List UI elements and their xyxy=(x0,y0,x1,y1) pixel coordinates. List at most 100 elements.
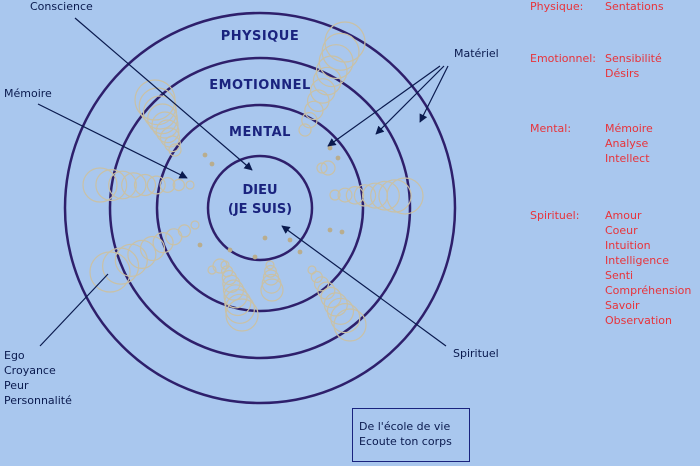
arrow-memoire xyxy=(37,103,188,179)
legend-value: Sentations xyxy=(605,0,664,13)
cone-ring xyxy=(223,284,248,309)
energy-dot xyxy=(335,155,341,161)
ring-label-mental: MENTAL xyxy=(229,125,291,140)
cone-ring xyxy=(329,189,341,201)
cone-ring xyxy=(320,286,342,309)
cone-ring xyxy=(224,288,252,317)
ring-emotionnel xyxy=(108,56,412,360)
energy-dot xyxy=(297,249,303,255)
legend-value: Savoir xyxy=(605,299,640,312)
cone-ring xyxy=(221,269,237,286)
ring-label-physique: PHYSIQUE xyxy=(221,29,300,44)
label-memoire: Mémoire xyxy=(4,87,52,100)
cone-ring xyxy=(345,186,365,205)
credit-box: De l'école de vie Ecoute ton corps xyxy=(352,408,470,462)
energy-dot xyxy=(287,237,293,243)
energy-dot xyxy=(262,235,268,241)
cone-ring xyxy=(301,111,318,129)
ego-item: Croyance xyxy=(4,364,56,377)
center-label-dieu: DIEU xyxy=(242,183,277,198)
legend-value: Senti xyxy=(605,269,634,282)
cone-ring xyxy=(370,180,400,211)
cone-ring xyxy=(312,66,342,96)
energy-dot xyxy=(252,254,258,260)
cone-ring xyxy=(326,297,355,325)
cone-ring xyxy=(177,224,191,238)
label-spirituel: Spirituel xyxy=(453,347,499,360)
energy-dot xyxy=(209,161,215,167)
cone-ring xyxy=(323,292,348,317)
arrow-conscience xyxy=(74,17,253,171)
cone-ring xyxy=(225,298,259,332)
cone-ring xyxy=(172,178,185,192)
cone-ring xyxy=(315,55,348,88)
legend-value: Intellect xyxy=(605,152,650,165)
energy-dot xyxy=(327,145,333,151)
energy-dot xyxy=(339,229,345,235)
energy-dot xyxy=(197,242,203,248)
cone-ring xyxy=(307,265,317,275)
ring-label-emotionnel: EMOTIONNEL xyxy=(209,78,311,93)
legend-value: Intelligence xyxy=(605,254,670,267)
cone-ring xyxy=(142,95,178,130)
arrow-spirituel xyxy=(281,225,447,347)
cone-ring xyxy=(155,119,180,144)
legend-value: Coeur xyxy=(605,224,638,237)
label-conscience: Conscience xyxy=(30,0,93,13)
center-label-je-suis: (JE SUIS) xyxy=(228,202,292,217)
legend-value: Mémoire xyxy=(605,122,653,135)
legend-value: Compréhension xyxy=(605,284,692,297)
cone-ring xyxy=(265,260,275,270)
cone-ring xyxy=(224,293,255,324)
credit-line: Ecoute ton corps xyxy=(359,435,452,448)
cone-ring xyxy=(386,177,424,215)
ring-center xyxy=(206,154,314,262)
credit-line: De l'école de vie xyxy=(359,420,451,433)
cone-ring xyxy=(121,172,147,198)
cone-ring xyxy=(298,123,312,137)
legend-category: Spirituel: xyxy=(530,209,580,222)
cone-ring xyxy=(165,228,183,246)
cone-ring xyxy=(260,278,284,302)
ego-item: Peur xyxy=(4,379,29,392)
cone-ring xyxy=(139,235,166,262)
legend-value: Désirs xyxy=(605,67,640,80)
energy-cones xyxy=(82,21,424,342)
cone-ring xyxy=(264,264,277,278)
arrow-materiel-2 xyxy=(375,65,445,135)
cone-ring xyxy=(108,170,137,200)
ego-list: Ego Croyance Peur Personnalité xyxy=(4,348,72,408)
ring-mental xyxy=(155,103,365,313)
legend-value: Analyse xyxy=(605,137,649,150)
cone-ring xyxy=(168,143,182,157)
cone-ring xyxy=(222,279,245,301)
cone-ring xyxy=(320,160,336,176)
energy-dot xyxy=(227,247,233,253)
cone-ring xyxy=(159,177,176,193)
ring-physique xyxy=(63,11,457,405)
line-ego xyxy=(39,273,109,347)
cone-ring xyxy=(152,232,174,254)
legend-value: Sensibilité xyxy=(605,52,662,65)
cone-ring xyxy=(133,173,157,197)
cone-ring xyxy=(316,162,328,174)
label-materiel: Matériel xyxy=(454,47,499,60)
ego-item: Personnalité xyxy=(4,394,72,407)
cone-ring xyxy=(324,21,366,63)
cone-ring xyxy=(190,220,200,230)
cone-ring xyxy=(313,276,330,292)
arrow-materiel-1 xyxy=(327,65,441,147)
cone-ring xyxy=(337,187,353,203)
legend-value: Amour xyxy=(605,209,642,222)
cone-ring xyxy=(318,44,354,80)
cone-ring xyxy=(185,180,195,190)
cone-ring xyxy=(138,87,177,126)
energy-dot xyxy=(202,152,208,158)
cone-ring xyxy=(333,308,367,342)
ego-item: Ego xyxy=(4,349,25,362)
legend-category: Mental: xyxy=(530,122,572,135)
cone-ring xyxy=(101,247,140,285)
arrow-materiel-3 xyxy=(419,65,449,123)
cone-ring xyxy=(330,303,361,334)
